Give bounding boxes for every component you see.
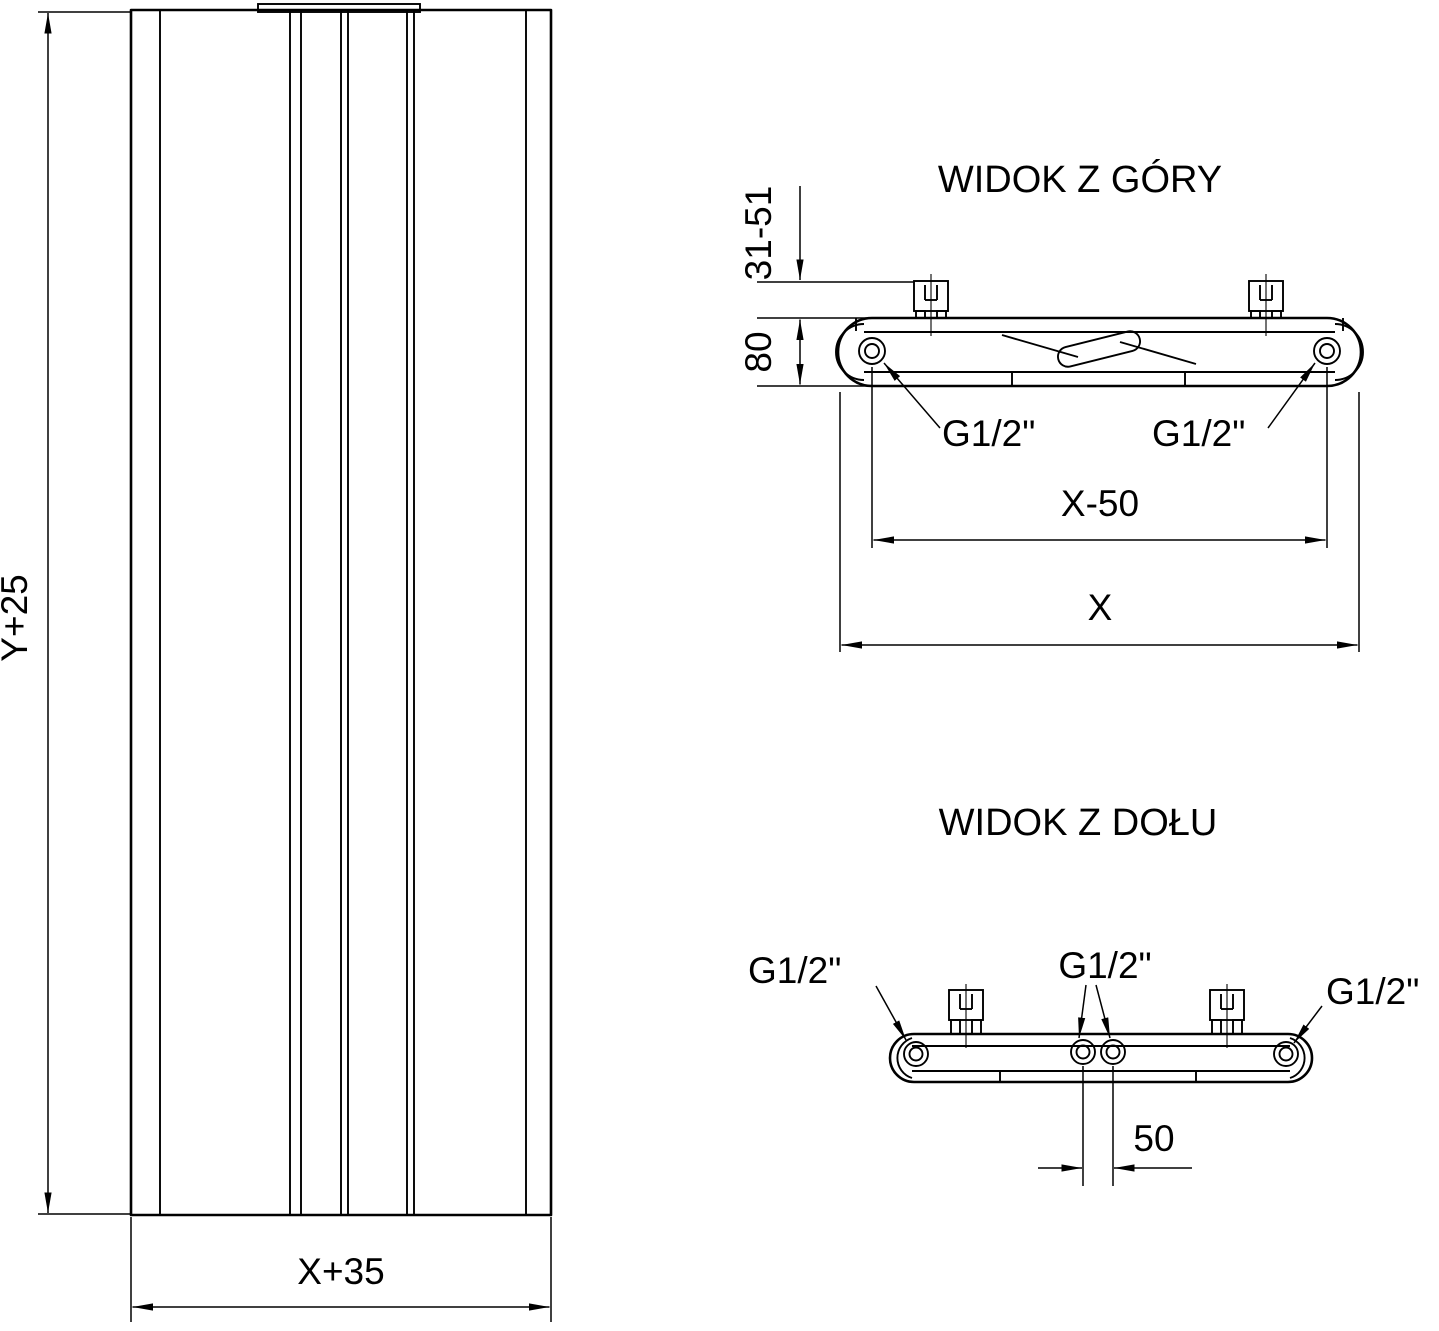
connection-label-right: G1/2" (1152, 413, 1245, 454)
top-view-dimensions: 31-51 80 G1/2" G1/2" X-50 X (738, 186, 1360, 652)
wall-bracket-left (948, 984, 984, 1048)
top-view: WIDOK Z GÓRY (738, 158, 1364, 652)
center-pitch-dimension-label: 50 (1133, 1118, 1174, 1159)
height-dimension-label: Y+25 (0, 574, 35, 661)
connection-port-right (1313, 337, 1341, 365)
wall-bracket-left (913, 274, 949, 336)
leader-line-center-left (1078, 984, 1087, 1039)
leader-line-left (875, 985, 907, 1041)
top-view-title: WIDOK Z GÓRY (938, 158, 1222, 201)
front-view-dimensions: Y+25 X+35 (0, 11, 552, 1322)
bracket-depth-dimension-label: 31-51 (738, 186, 779, 281)
left-cap-arc (835, 323, 865, 381)
leader-line-center-right (1095, 984, 1111, 1039)
connection-port-left (858, 337, 886, 365)
connection-label-left: G1/2" (748, 950, 841, 991)
bottom-view-body (888, 1032, 1314, 1084)
leader-line-right (1293, 1005, 1323, 1044)
connection-port-left (903, 1041, 929, 1067)
bottom-view-title: WIDOK Z DOŁU (939, 802, 1218, 844)
width-dimension-label: X+35 (297, 1251, 384, 1292)
body-outline (888, 1032, 1314, 1084)
left-cap-arc (896, 1037, 913, 1079)
body-outline (836, 316, 1363, 388)
total-width-dimension-label: X (1088, 587, 1113, 628)
connection-port-center-left (1070, 1039, 1096, 1065)
top-view-body (835, 316, 1364, 388)
connection-label-center: G1/2" (1058, 945, 1151, 986)
right-cap-arc (1334, 323, 1364, 381)
wall-bracket-right (1248, 274, 1284, 336)
connection-label-left: G1/2" (942, 413, 1035, 454)
leader-line-right (1267, 362, 1316, 429)
panel-groove-lines (159, 10, 527, 1215)
front-view (129, 3, 553, 1217)
bottom-view: WIDOK Z DOŁU (748, 802, 1419, 1186)
center-break-detail (1001, 330, 1197, 368)
connection-port-center-right (1100, 1039, 1126, 1065)
bottom-view-dimensions: G1/2" G1/2" G1/2" 50 (748, 945, 1419, 1186)
connection-label-right: G1/2" (1326, 971, 1419, 1012)
top-collector-edge (257, 3, 421, 13)
connection-port-right (1273, 1041, 1299, 1067)
body-depth-dimension-label: 80 (738, 331, 779, 372)
leader-line-left (883, 362, 941, 429)
wall-bracket-right (1209, 984, 1245, 1048)
pitch-dimension-label: X-50 (1061, 483, 1139, 524)
